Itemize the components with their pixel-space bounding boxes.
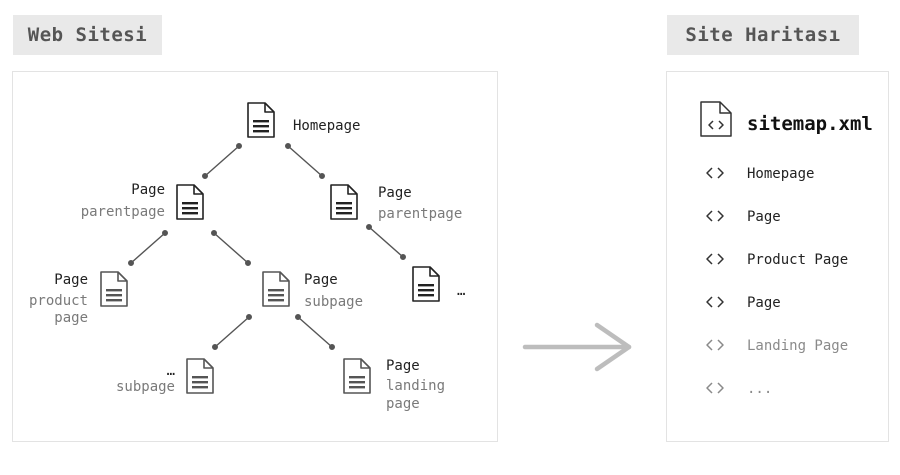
code-brackets-icon — [706, 296, 724, 308]
connector-subpage-ellipsis — [211, 314, 252, 351]
code-brackets-icon — [706, 167, 724, 179]
parentpage-right-document-icon — [330, 184, 358, 220]
sitemap-entry: ... — [706, 381, 772, 397]
sitemap-entry: Product Page — [706, 252, 848, 268]
product-page-document-icon — [100, 271, 128, 307]
subpage-sublabel: subpage — [304, 294, 363, 310]
ellipsis-right-label: … — [457, 283, 465, 299]
sitemap-entry: Page — [706, 209, 781, 225]
code-brackets-icon — [706, 253, 724, 265]
connector-left-product — [127, 229, 168, 267]
subpage-document-icon — [262, 271, 290, 307]
sitemap-entry-label: ... — [747, 381, 772, 397]
landing-page-sublabel-2: page — [386, 396, 420, 412]
landing-page-sublabel-1: landing — [386, 378, 445, 394]
sitemap-entry: Page — [706, 295, 781, 311]
connector-left-subpage — [210, 229, 251, 267]
sitemap-entry-label: Page — [747, 295, 781, 311]
sitemap-entry-label: Homepage — [747, 166, 814, 182]
code-brackets-icon — [706, 210, 724, 222]
code-brackets-icon — [706, 339, 724, 351]
subpage-label: Page — [304, 272, 338, 288]
arrow-right-icon — [522, 322, 632, 372]
ellipsis-subpage-document-icon — [186, 358, 214, 394]
website-panel — [12, 71, 498, 442]
parentpage-left-document-icon — [176, 184, 204, 220]
connector-home-right — [285, 142, 326, 179]
code-file-icon — [700, 101, 732, 137]
homepage-label: Homepage — [293, 118, 360, 134]
product-page-label: Page — [54, 272, 88, 288]
ellipsis-subpage-label: … — [167, 363, 175, 379]
sitemap-entry-label: Landing Page — [747, 338, 848, 354]
landing-page-label: Page — [386, 358, 420, 374]
connector-right-ellipsis — [366, 223, 407, 260]
sitemap-entry-label: Product Page — [747, 252, 848, 268]
connector-home-left — [201, 142, 242, 179]
parentpage-right-label: Page — [378, 185, 412, 201]
sitemap-file-name: sitemap.xml — [747, 113, 873, 135]
sitemap-entry: Homepage — [706, 166, 814, 182]
website-title: Web Sitesi — [13, 15, 162, 55]
connector-subpage-landing — [295, 314, 336, 351]
code-brackets-icon — [706, 382, 724, 394]
ellipsis-right-document-icon — [412, 266, 440, 302]
parentpage-left-label: Page — [131, 182, 165, 198]
landing-page-document-icon — [343, 358, 371, 394]
tree-connectors — [127, 142, 407, 351]
product-page-sublabel-1: product — [29, 293, 88, 309]
ellipsis-subpage-sublabel: subpage — [116, 379, 175, 395]
homepage-document-icon — [247, 102, 275, 138]
parentpage-right-sublabel: parentpage — [378, 206, 462, 222]
sitemap-title: Site Haritası — [667, 15, 859, 55]
parentpage-left-sublabel: parentpage — [81, 204, 165, 220]
sitemap-entry-label: Page — [747, 209, 781, 225]
product-page-sublabel-2: page — [54, 310, 88, 326]
sitemap-entry: Landing Page — [706, 338, 848, 354]
